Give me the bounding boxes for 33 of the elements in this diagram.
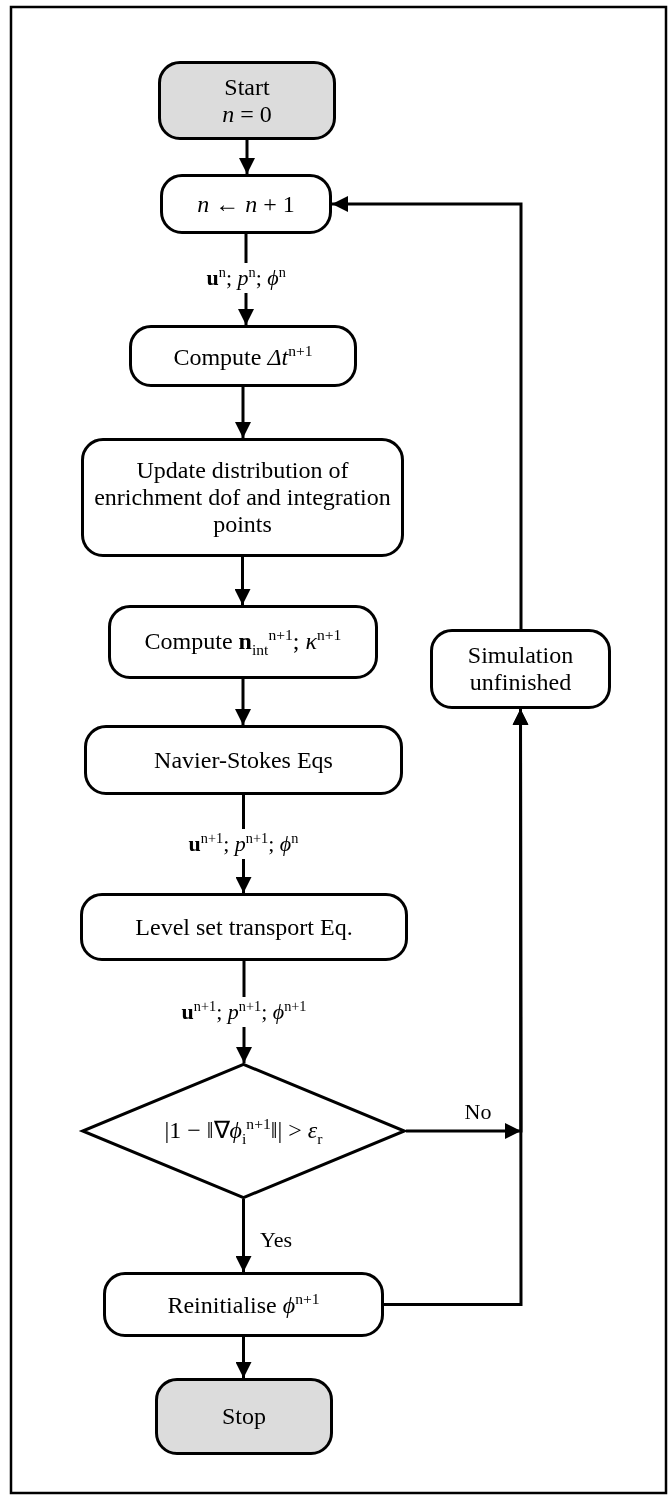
node-text: Reinitialise ϕ$^{n+1}$ xyxy=(166,1290,321,1319)
node-text: Stop xyxy=(221,1403,267,1430)
terminal-box xyxy=(158,61,336,140)
process-box xyxy=(129,325,357,387)
node-text: Compute n$_{int}$$^{n+1}$; κ$^{n+1}$ xyxy=(143,625,343,659)
terminal-box xyxy=(155,1378,333,1455)
node-text: Navier-Stokes Eqs xyxy=(153,746,334,774)
node-text: Compute Δt$^{n+1}$ xyxy=(172,341,314,371)
process-box xyxy=(103,1272,384,1337)
process-box xyxy=(81,438,404,557)
arrow xyxy=(332,196,523,631)
process-box xyxy=(80,893,408,961)
arrow xyxy=(235,1337,252,1378)
node-text: Update distribution of enrichment dof and integration points xyxy=(93,457,392,538)
node-text: |1 − ‖∇ϕ$_{i}$$^{n+1}$‖| > ε$_{r}$ xyxy=(163,1114,324,1148)
edge-label: u$^{n+1}$; p$^{n+1}$; ϕ$^{n}$ xyxy=(185,829,302,859)
node-text: Start xyxy=(223,73,271,101)
decision-diamond xyxy=(81,1063,406,1199)
process-box xyxy=(84,725,403,795)
node-text: n = 0 xyxy=(221,100,273,128)
arrow xyxy=(234,557,251,605)
arrow xyxy=(235,387,251,438)
arrow xyxy=(239,140,255,174)
node-text: Level set transport Eq. xyxy=(134,913,354,941)
arrow xyxy=(384,709,529,1306)
node-text: n ← n + 1 xyxy=(196,190,296,218)
process-box xyxy=(430,629,611,709)
arrow xyxy=(235,1199,252,1272)
node-text: Simulation unfinished xyxy=(466,642,575,696)
arrow xyxy=(235,679,251,725)
process-box xyxy=(160,174,332,234)
process-box xyxy=(108,605,378,679)
edge-label: u$^{n}$; p$^{n}$; ϕ$^{n}$ xyxy=(203,263,289,293)
